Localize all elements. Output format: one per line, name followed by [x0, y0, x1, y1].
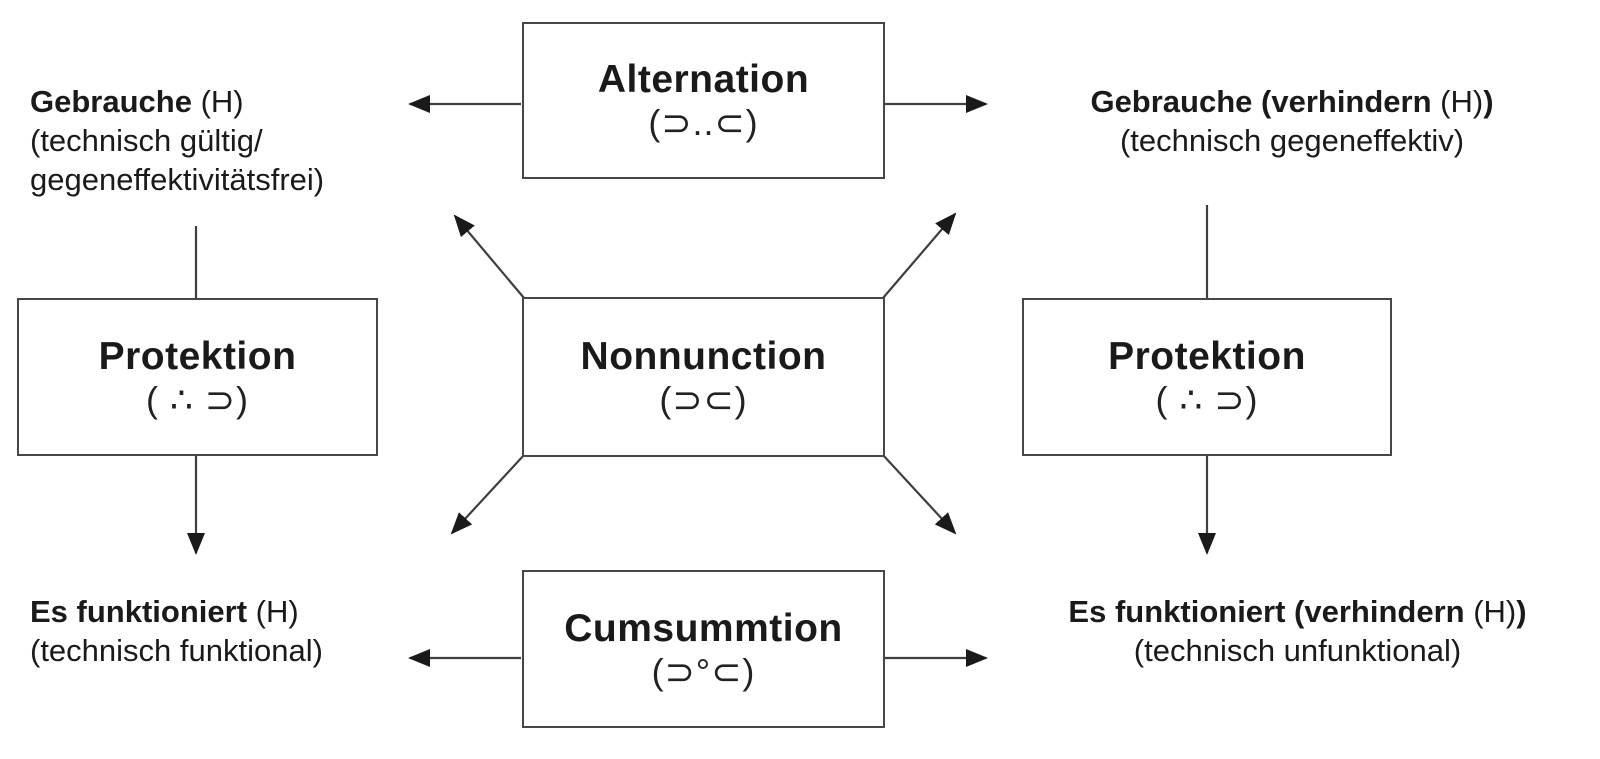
node-nonnunction-title: Nonnunction [580, 334, 827, 378]
label-bottom-right: Es funktioniert (verhindern (H)) (techni… [1005, 592, 1590, 670]
node-alternation-symbol: (⊃..⊂) [648, 102, 759, 143]
node-cumsummtion-symbol: (⊃°⊂) [651, 650, 756, 692]
label-top-left-line1: Gebrauche (H) [30, 84, 244, 119]
node-alternation-title: Alternation [597, 58, 810, 101]
label-bottom-left-line2: (technisch funktional) [30, 633, 323, 668]
node-protektion-left-symbol: ( ∴ ⊃) [145, 378, 250, 420]
node-cumsummtion: Cumsummtion (⊃°⊂) [522, 570, 885, 728]
label-bottom-right-line2: (technisch unfunktional) [1133, 633, 1462, 668]
arrow-nonnunction-downleft [450, 454, 525, 535]
label-bottom-left-line1: Es funktioniert (H) [30, 594, 299, 629]
node-cumsummtion-title: Cumsummtion [564, 606, 843, 650]
node-protektion-right: Protektion ( ∴ ⊃) [1022, 298, 1392, 456]
label-bottom-right-line1: Es funktioniert (verhindern (H)) [1068, 594, 1527, 629]
node-protektion-left: Protektion ( ∴ ⊃) [17, 298, 378, 456]
label-top-left: Gebrauche (H) (technisch gültig/ gegenef… [30, 82, 324, 199]
label-bottom-left: Es funktioniert (H) (technisch funktiona… [30, 592, 323, 670]
label-top-right-line2: (technisch gegeneffektiv) [1119, 123, 1465, 158]
label-top-right-line1: Gebrauche (verhindern (H)) [1090, 84, 1494, 119]
node-protektion-right-symbol: ( ∴ ⊃) [1155, 378, 1259, 420]
arrow-nonnunction-upleft [453, 214, 525, 299]
arrow-nonnunction-downright [882, 454, 957, 535]
node-protektion-right-title: Protektion [1108, 334, 1306, 378]
node-nonnunction: Nonnunction (⊃⊂) [522, 297, 885, 457]
node-alternation: Alternation (⊃..⊂) [522, 22, 885, 179]
label-top-left-line2: (technisch gültig/ [30, 123, 263, 158]
node-nonnunction-symbol: (⊃⊂) [659, 378, 748, 420]
node-protektion-left-title: Protektion [98, 334, 297, 378]
arrow-nonnunction-upright [882, 212, 957, 299]
label-top-left-line3: gegeneffektivitätsfrei) [30, 162, 325, 197]
label-top-right: Gebrauche (verhindern (H)) (technisch ge… [1002, 82, 1582, 160]
